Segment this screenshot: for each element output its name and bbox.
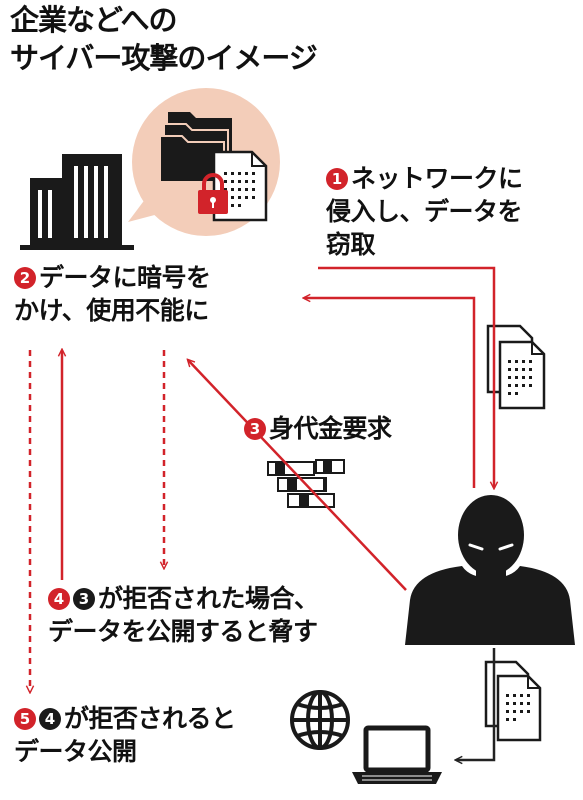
step-1-line-2: 侵入し、データを: [326, 197, 523, 226]
step-5-line-2: データ公開: [14, 737, 137, 766]
money-stack-icon: [267, 459, 345, 508]
step-5-marker: 5: [14, 708, 36, 730]
laptop-icon: [352, 725, 442, 784]
step-4-marker: 4: [48, 588, 70, 610]
document-icon: [484, 660, 542, 742]
step-1-line-3: 窃取: [326, 230, 376, 259]
step-4-ref-marker: 3: [73, 588, 95, 610]
arrow-step-2: [304, 298, 476, 488]
step-3-line-1: 身代金要求: [269, 414, 392, 443]
arrow-step-3: [188, 360, 407, 591]
step-2-marker: 2: [14, 267, 36, 289]
title-line-1: 企業などへの: [10, 3, 178, 37]
step-1-line-1: ネットワークに: [351, 164, 523, 193]
step-2-line-2: かけ、使用不能に: [14, 296, 209, 325]
step-1-marker: 1: [326, 168, 348, 190]
document-icon: [486, 324, 546, 410]
step-4-line-2: データを公開すると脅す: [48, 617, 318, 646]
step-3-marker: 3: [244, 418, 266, 440]
hacker-silhouette-icon: [405, 495, 575, 645]
arrow-publish-dark: [456, 648, 496, 760]
step-5-line-1: が拒否されると: [64, 704, 236, 733]
folder-icon: [159, 112, 232, 183]
padlock-icon: [198, 173, 228, 214]
step-4-line-1: が拒否された場合、: [98, 584, 319, 613]
arrow-step-1: [318, 266, 494, 488]
step-2-line-1: データに暗号を: [39, 263, 211, 292]
office-building-icon: [20, 154, 134, 250]
title-line-2: サイバー攻撃のイメージ: [10, 41, 318, 75]
step-5-ref-marker: 4: [39, 708, 61, 730]
globe-icon: [290, 690, 350, 750]
